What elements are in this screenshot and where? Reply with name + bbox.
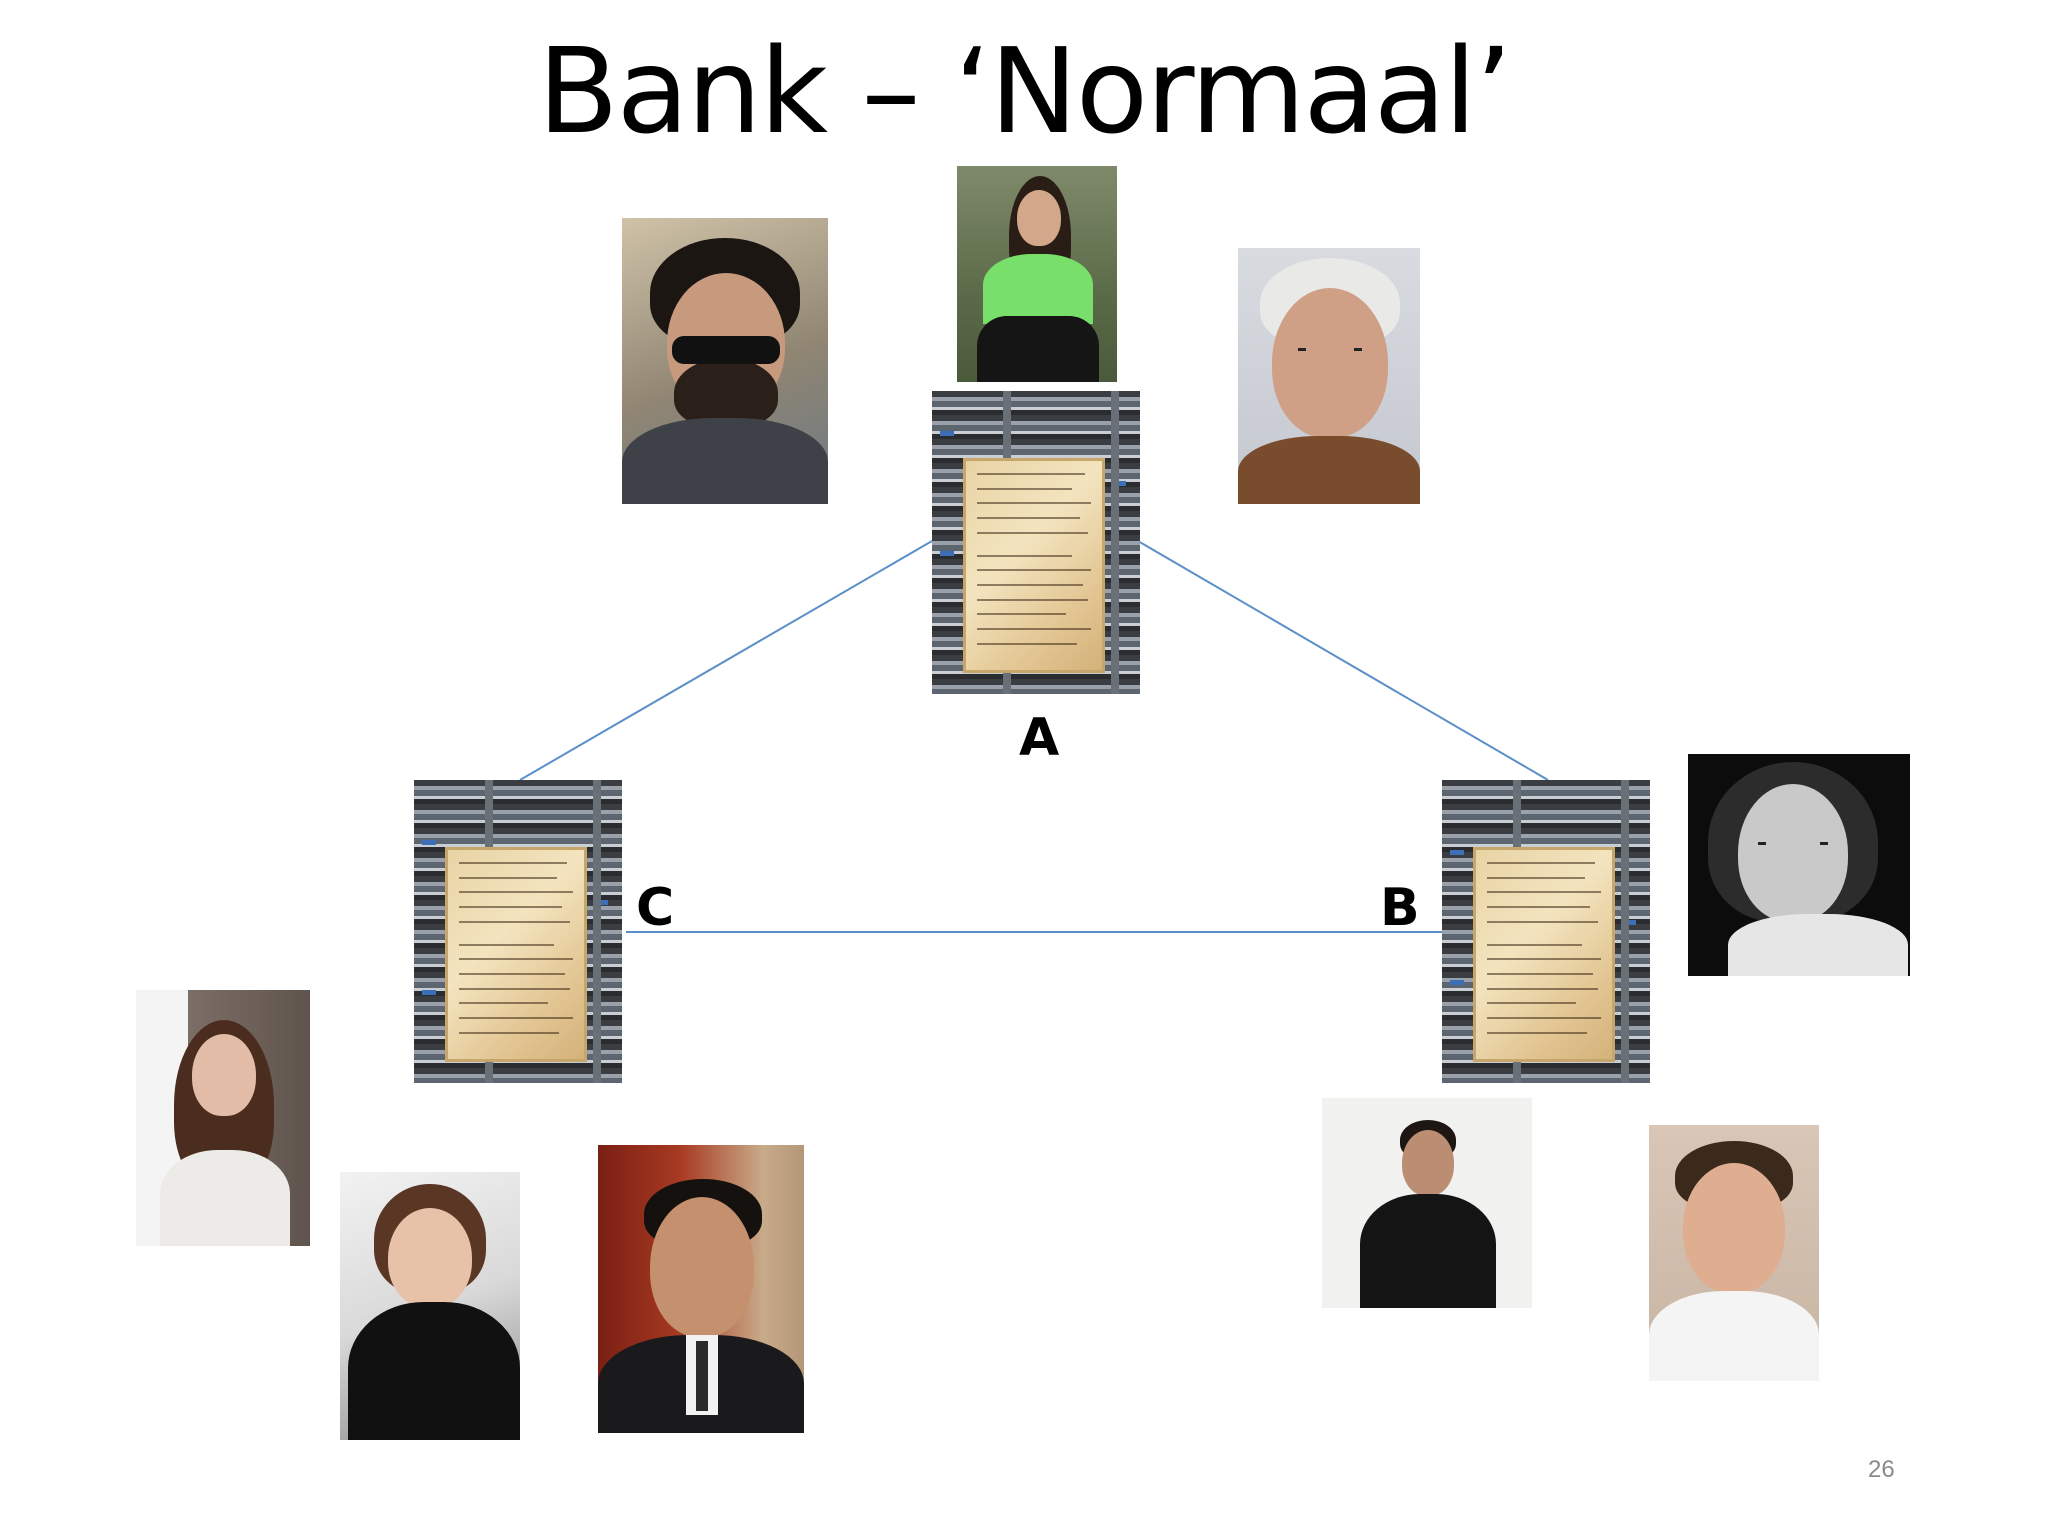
ledger-document-icon <box>963 457 1105 673</box>
page-number: 26 <box>1868 1456 1895 1483</box>
node-b-ledger-server <box>1442 780 1650 1083</box>
link-a-b <box>1137 540 1549 781</box>
participant-photo-woman-long-hair <box>136 990 310 1246</box>
slide-title: Bank – ‘Normaal’ <box>537 22 1513 160</box>
participant-photo-man-black-sweater <box>1322 1098 1532 1308</box>
participant-photo-woman-black-lace <box>340 1172 520 1440</box>
participant-photo-woman-bw <box>1688 754 1910 976</box>
participant-photo-smiling-man <box>1649 1125 1819 1381</box>
ledger-document-icon <box>445 846 587 1062</box>
ledger-document-icon <box>1473 846 1615 1062</box>
participant-photo-man-suit <box>598 1145 804 1433</box>
node-label-b: B <box>1380 878 1420 938</box>
node-c-ledger-server <box>414 780 622 1083</box>
node-a-ledger-server <box>932 391 1140 694</box>
participant-photo-older-man <box>1238 248 1420 504</box>
participant-photo-woman-green <box>957 166 1117 382</box>
link-a-c <box>519 540 933 781</box>
node-label-a: A <box>1019 708 1060 768</box>
participant-photo-man-sunglasses <box>622 218 828 504</box>
node-label-c: C <box>636 878 675 938</box>
